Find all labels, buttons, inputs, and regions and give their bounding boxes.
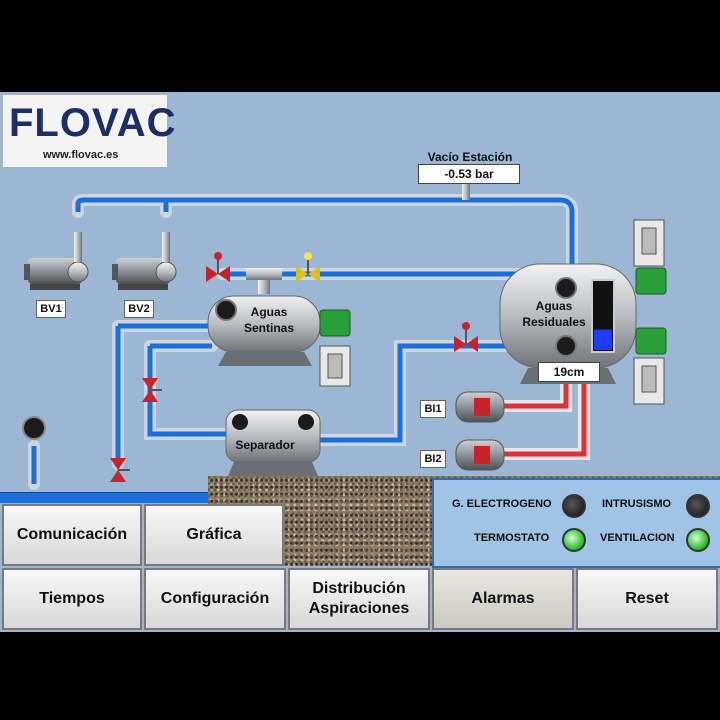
valve-left-vertical — [142, 378, 162, 402]
valve-drain — [110, 458, 130, 482]
valve-top-left — [206, 252, 230, 282]
alarm-label-intrusismo: INTRUSISMO — [602, 498, 672, 510]
level-readout: 19cm — [538, 362, 600, 382]
alarmas-button[interactable]: Alarmas — [432, 568, 574, 630]
logo-url: www.flovac.es — [43, 149, 119, 161]
lamp-ventilacion — [686, 528, 710, 552]
alarm-panel: G. ELECTROGENO INTRUSISMO TERMOSTATO VEN… — [432, 478, 720, 568]
lamp-electrogeno — [562, 494, 586, 518]
valve-top-yellow — [296, 252, 320, 282]
blower-label-bi2: BI2 — [420, 450, 446, 468]
switch-sentinas — [319, 345, 351, 387]
distribucion-aspiraciones-button[interactable]: Distribución Aspiraciones — [288, 568, 430, 630]
blower-bi2 — [455, 439, 505, 471]
lamp-termostato — [562, 528, 586, 552]
pump-label-bv2: BV2 — [124, 300, 154, 318]
tank-separador — [225, 409, 321, 476]
blower-bi1 — [455, 391, 505, 423]
tee-fitting — [246, 268, 282, 280]
tank-sentinas — [207, 295, 351, 366]
tank-label-residuales: Aguas Residuales — [522, 299, 586, 329]
comunicacion-button[interactable]: Comunicación — [2, 504, 142, 566]
floor-line — [0, 492, 208, 503]
configuracion-button[interactable]: Configuración — [144, 568, 286, 630]
pump-bv1 — [24, 232, 89, 290]
switch-residuales-top — [633, 219, 667, 295]
alarm-label-electrogeno: G. ELECTROGENO — [452, 498, 552, 510]
red-pipes — [500, 382, 590, 460]
pump-label-bv1: BV1 — [36, 300, 66, 318]
logo-brand: FLOVAC — [9, 101, 177, 145]
grafica-button[interactable]: Gráfica — [144, 504, 284, 566]
alarm-label-termostato: TERMOSTATO — [474, 532, 550, 544]
pump-bv2 — [112, 232, 177, 290]
valve-residuales-inlet — [454, 322, 478, 352]
red-pipes-inner — [500, 382, 587, 457]
switch-residuales-bottom — [633, 327, 667, 405]
tank-label-sentinas: Aguas Sentinas — [243, 305, 294, 335]
reset-button[interactable]: Reset — [576, 568, 718, 630]
process-diagram — [22, 182, 667, 490]
vacuum-label: Vacío Estación — [427, 150, 513, 164]
vacuum-value: -0.53 bar — [418, 164, 520, 184]
gauge-riser — [462, 182, 470, 200]
sensor-left — [22, 416, 46, 440]
lamp-intrusismo — [686, 494, 710, 518]
alarm-label-ventilacion: VENTILACION — [600, 532, 675, 544]
blower-label-bi1: BI1 — [420, 400, 446, 418]
tiempos-button[interactable]: Tiempos — [2, 568, 142, 630]
scada-screen: FLOVAC www.flovac.es Vacío Estación -0.5… — [0, 92, 720, 632]
tank-label-separador: Separador — [235, 438, 295, 452]
flovac-logo: FLOVAC www.flovac.es — [2, 94, 175, 168]
